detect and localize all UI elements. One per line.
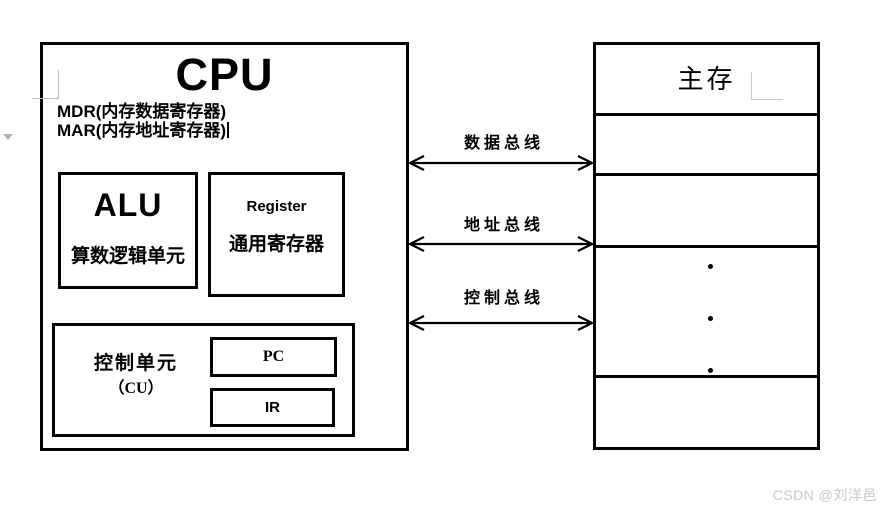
alu-subtitle: 算数逻辑单元 (70, 246, 185, 267)
pc-box: PC (210, 337, 337, 377)
ir-box: IR (210, 388, 335, 427)
register-subtitle: 通用寄存器 (228, 234, 324, 255)
data-bus-arrow (408, 155, 594, 171)
mdr-register-label: MDR(内存数据寄存器) (57, 102, 227, 121)
control-unit-name: 控制单元 (93, 353, 178, 374)
main-memory-box: 主存 (593, 42, 820, 450)
cpu-box: CPU MDR(内存数据寄存器) MAR(内存地址寄存器) ALU 算数逻辑单元… (40, 42, 409, 451)
data-bus-label: 数据总线 (463, 135, 544, 152)
memory-ellipsis-dot (708, 368, 713, 373)
memory-row-divider (596, 113, 817, 116)
register-title: Register (246, 198, 307, 215)
text-cursor (227, 122, 230, 138)
control-unit-abbreviation: （CU） (108, 380, 164, 397)
control-unit-box: 控制单元 （CU） PC IR (52, 323, 355, 437)
main-memory-title: 主存 (677, 65, 736, 94)
memory-row-divider (596, 375, 817, 378)
memory-ellipsis-dot (708, 264, 713, 269)
control-bus-label: 控制总线 (463, 290, 544, 307)
memory-row-divider (596, 245, 817, 248)
register-box: Register 通用寄存器 (208, 172, 345, 297)
control-unit-label: 控制单元 （CU） (73, 352, 199, 402)
dropdown-arrow-artifact (3, 134, 13, 140)
selection-corner-artifact (32, 70, 59, 99)
selection-corner-artifact (751, 72, 783, 100)
address-bus-label: 地址总线 (463, 217, 544, 234)
watermark: CSDN @刘洋邑 (772, 487, 877, 503)
address-bus-arrow (408, 236, 594, 252)
cpu-title: CPU (175, 49, 274, 100)
alu-title: ALU (93, 187, 163, 223)
control-bus-arrow (408, 315, 594, 331)
bus-arrows (408, 155, 594, 331)
mar-register-label: MAR(内存地址寄存器) (57, 121, 230, 140)
alu-box: ALU 算数逻辑单元 (58, 172, 198, 289)
mar-register-text: MAR(内存地址寄存器) (57, 121, 227, 140)
memory-ellipsis-dot (708, 316, 713, 321)
memory-row-divider (596, 173, 817, 176)
